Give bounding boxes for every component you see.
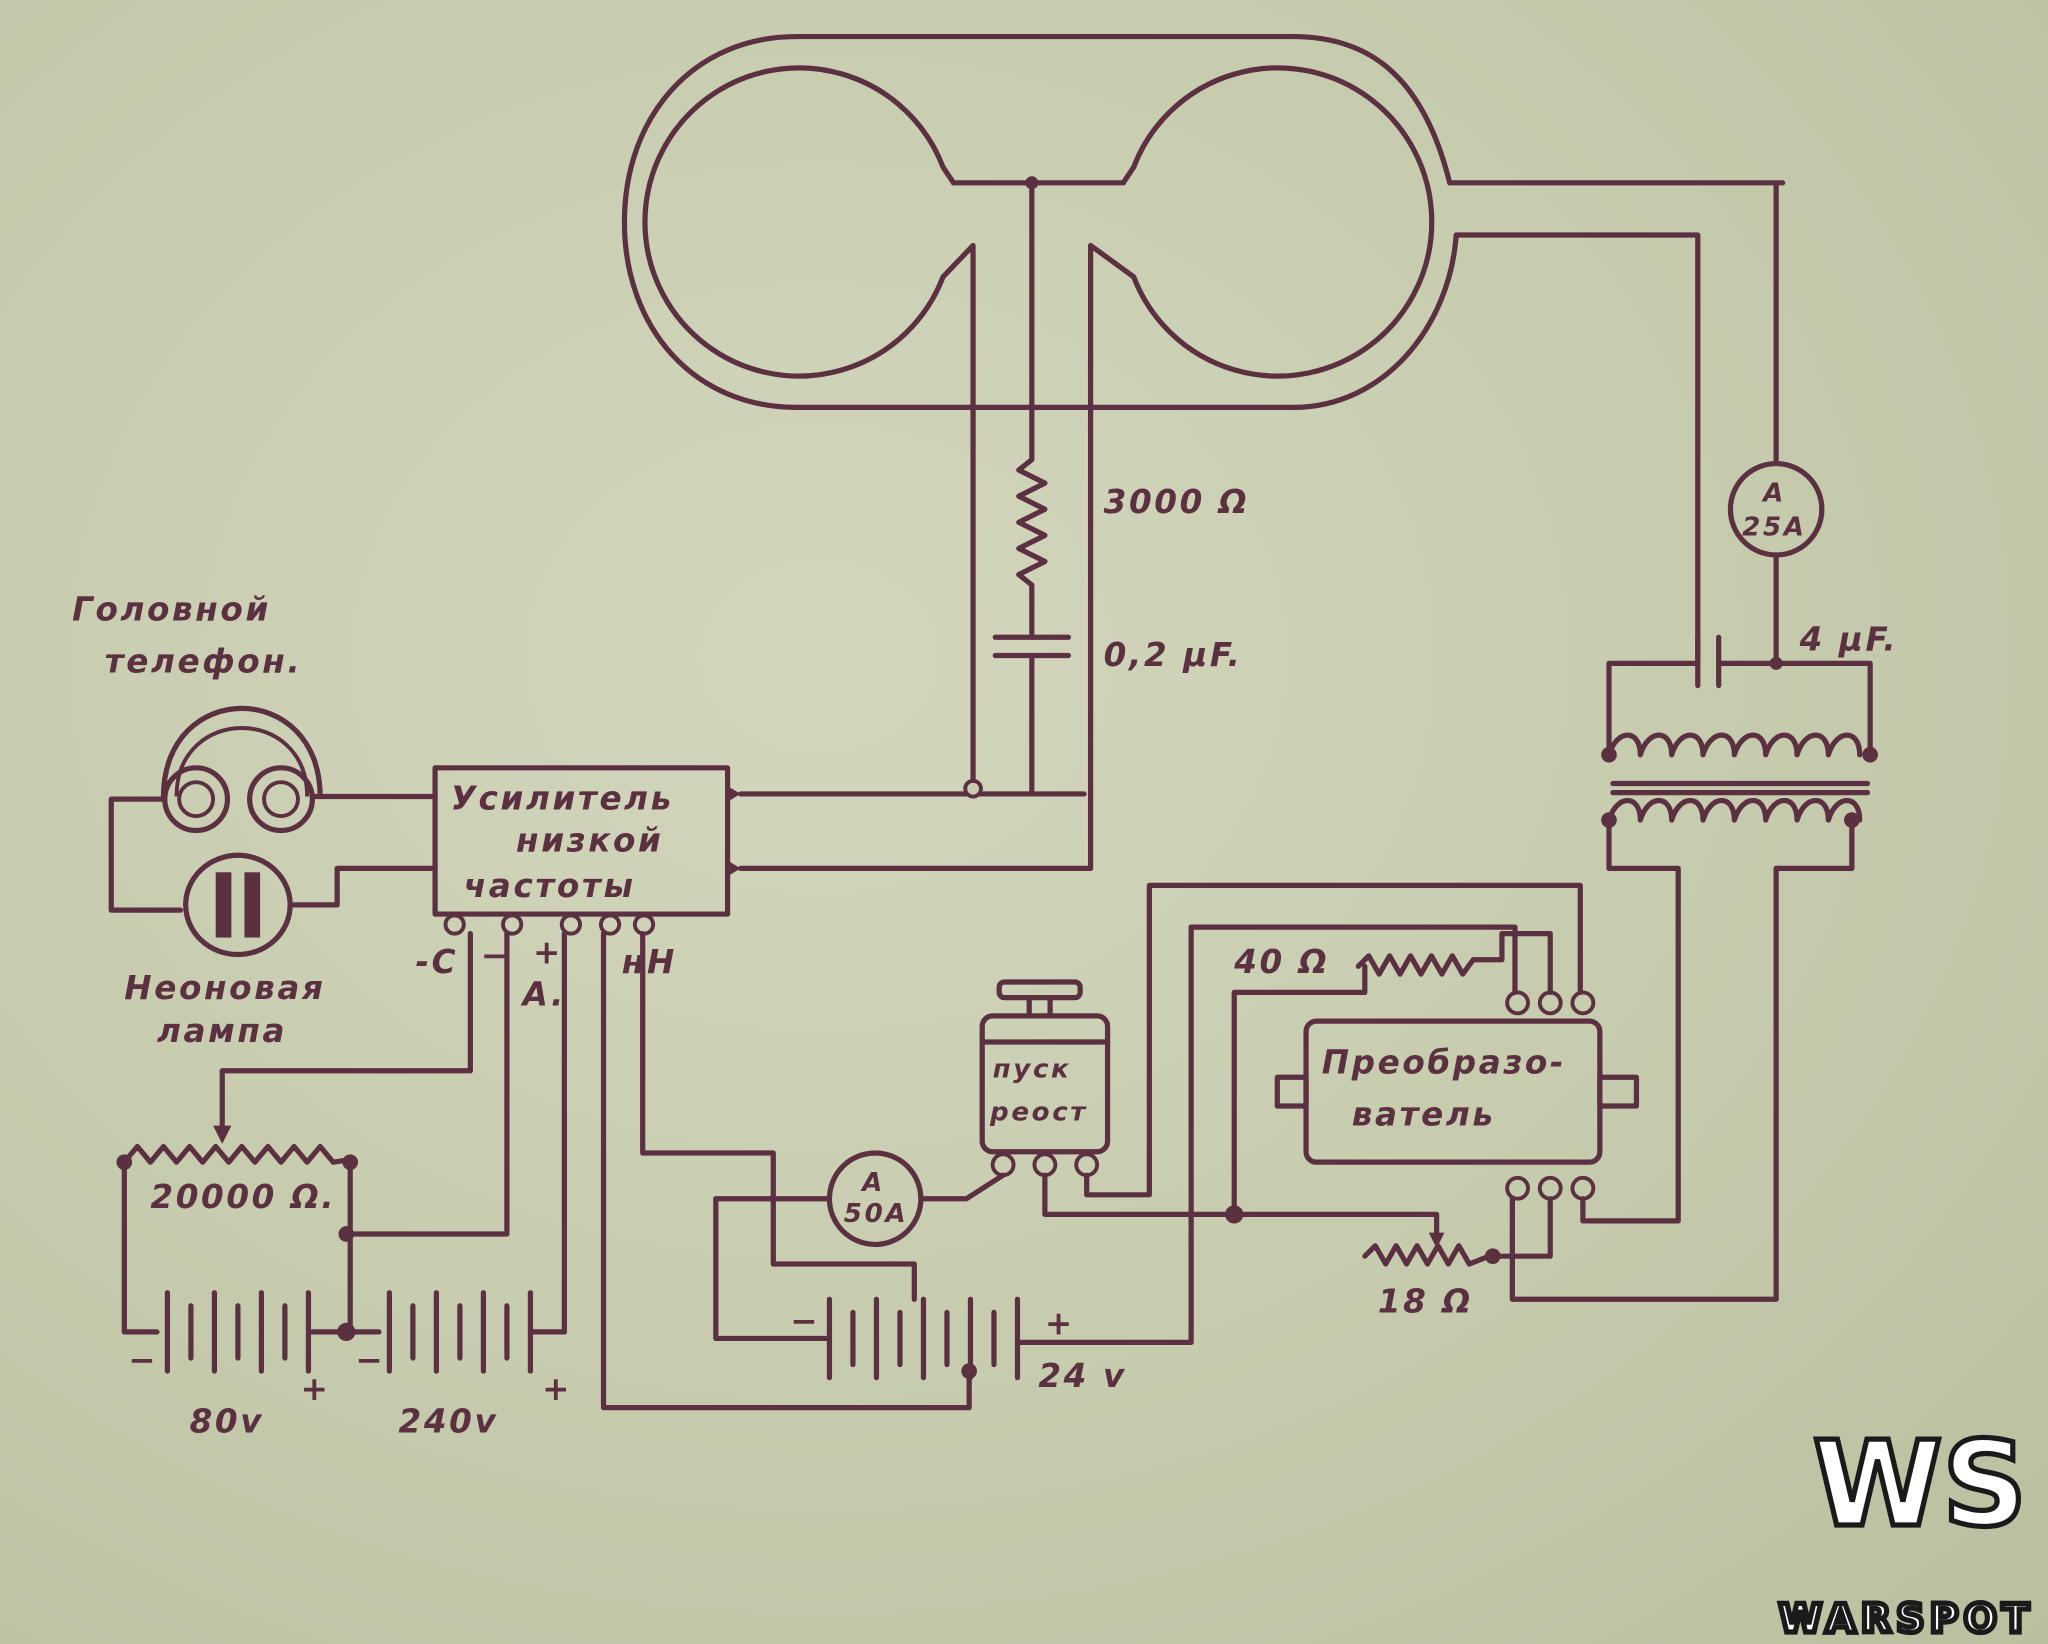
rheostat-label-2: реост [989, 1097, 1088, 1127]
terminal-c-label: -C [415, 943, 458, 981]
resistor-3000-label: 3000 Ω [1104, 483, 1250, 521]
ammeter-50a-icon: A 50A [826, 1150, 924, 1248]
neon-lamp-icon [183, 852, 438, 958]
battery-24v-minus: − [790, 1302, 820, 1340]
amplifier-label-1: Усилитель [451, 780, 674, 818]
terminal-n-label: нН [622, 943, 677, 981]
converter-label-2: ватель [1352, 1096, 1496, 1134]
potentiometer-label: 20000 Ω. [150, 1178, 336, 1216]
headphones-label-2: телефон. [105, 642, 303, 680]
battery-24v: − + 24 v [713, 924, 1194, 1395]
battery-80v-plus: + [301, 1370, 331, 1408]
amplifier-label-2: низкой [516, 821, 663, 859]
ammeter-25a-symbol: A [1761, 478, 1786, 508]
battery-240v-minus: − [355, 1341, 385, 1379]
capacitor-02: 0,2 μF. [992, 634, 1243, 797]
battery-80v-label: 80v [190, 1402, 265, 1440]
transformer [1509, 660, 1878, 1302]
resistor-40-label: 40 Ω [1233, 943, 1329, 981]
ammeter-25a-label: 25A [1742, 512, 1806, 542]
amplifier-terminals [443, 913, 656, 936]
warspot-logo: WS WARSPOT [1776, 1414, 2034, 1644]
logo-name: WARSPOT [1779, 1597, 2034, 1642]
ammeter-50a-symbol: A [860, 1168, 885, 1198]
ammeter-50a-label: 50A [844, 1199, 908, 1229]
converter-label-1: Преобразо- [1322, 1043, 1566, 1081]
battery-24v-plus: + [1045, 1305, 1075, 1343]
headphones-icon [160, 705, 323, 834]
resistor-3000: 3000 Ω [1016, 180, 1250, 636]
neon-lamp-label-2: лампа [157, 1012, 287, 1050]
logo-mark: WS [1813, 1416, 2027, 1553]
battery-80v-minus: − [128, 1341, 158, 1379]
capacitor-02-label: 0,2 μF. [1104, 636, 1243, 674]
resistor-40: 40 Ω [1233, 931, 1553, 996]
resistor-18-label: 18 Ω [1378, 1282, 1473, 1320]
battery-80v: − + 80v [128, 1290, 349, 1440]
terminal-a-label: A. [520, 975, 566, 1013]
starting-rheostat: пуск реост [979, 979, 1111, 1178]
capacitor-4: 4 μF. [1695, 180, 1899, 689]
battery-240v: − + 240v [355, 1290, 572, 1440]
amplifier-box: Усилитель низкой частоты [432, 765, 741, 936]
potentiometer-20000: 20000 Ω. [116, 1125, 359, 1216]
battery-240v-plus: + [542, 1370, 572, 1408]
amplifier-label-3: частоты [464, 867, 636, 905]
capacitor-4-label: 4 μF. [1799, 620, 1899, 658]
battery-24v-label: 24 v [1038, 1357, 1126, 1395]
terminal-minus-label: − [481, 936, 511, 974]
headphones-label-1: Головной [72, 590, 271, 628]
ammeter-25a-icon: A 25A [1727, 460, 1825, 558]
neon-lamp-label-1: Неоновая [124, 969, 325, 1007]
resistor-18: 18 Ω [1362, 1196, 1553, 1320]
terminal-plus-label: + [533, 934, 563, 972]
loop-antenna [621, 33, 1786, 871]
rheostat-label-1: пуск [993, 1054, 1072, 1084]
converter-box: Преобразо- ватель [1274, 990, 1640, 1201]
battery-240v-label: 240v [399, 1402, 499, 1440]
